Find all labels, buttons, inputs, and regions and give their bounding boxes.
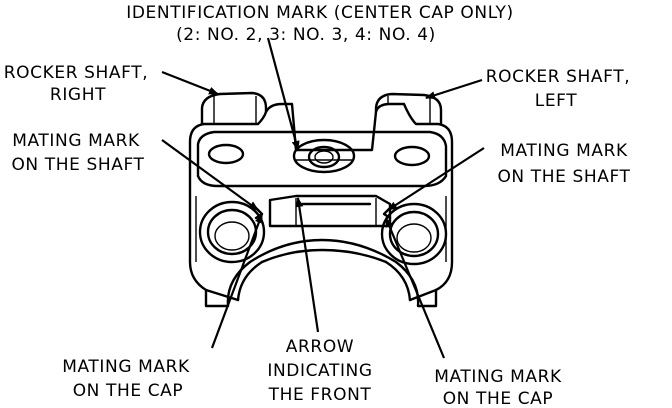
arrow-front-label-line3: THE FRONT bbox=[268, 385, 372, 405]
rocker-shaft-right-label-line2: RIGHT bbox=[50, 85, 106, 105]
mating-mark-cap-left-label-line2: ON THE CAP bbox=[73, 381, 184, 401]
rocker-shaft-left-label-line2: LEFT bbox=[535, 91, 577, 111]
identification-mark-label: IDENTIFICATION MARK (CENTER CAP ONLY) bbox=[126, 3, 513, 23]
rocker-shaft-right-label: ROCKER SHAFT, bbox=[4, 63, 148, 83]
leader-arrow-front bbox=[295, 197, 320, 333]
leader-rocker-shaft-right bbox=[161, 70, 219, 96]
mating-mark-shaft-right-label-line2: ON THE SHAFT bbox=[497, 167, 630, 187]
leader-mating-cap-right bbox=[384, 217, 446, 359]
identification-numbers-label: (2: NO. 2, 3: NO. 3, 4: NO. 4) bbox=[176, 25, 436, 45]
mating-mark-cap-left-label: MATING MARK bbox=[62, 357, 190, 377]
arrow-front-label-line2: INDICATING bbox=[267, 361, 372, 381]
leader-identification-mark bbox=[266, 37, 300, 151]
leader-mating-cap-left bbox=[210, 213, 264, 349]
mating-mark-shaft-left-label: MATING MARK bbox=[12, 131, 140, 151]
rocker-shaft-cap-illustration bbox=[188, 91, 454, 308]
rocker-shaft-left-label: ROCKER SHAFT, bbox=[486, 67, 630, 87]
leader-mating-shaft-right bbox=[387, 147, 485, 211]
text-labels: IDENTIFICATION MARK (CENTER CAP ONLY) (2… bbox=[4, 3, 630, 408]
leader-rocker-shaft-left bbox=[425, 78, 483, 100]
leader-lines bbox=[161, 37, 485, 359]
leader-mating-shaft-left bbox=[161, 139, 259, 211]
mating-mark-shaft-left-label-line2: ON THE SHAFT bbox=[11, 155, 144, 175]
mating-mark-cap-right-label-line2: ON THE CAP bbox=[443, 389, 554, 408]
arrow-front-label: ARROW bbox=[286, 337, 354, 357]
mating-mark-shaft-right-label: MATING MARK bbox=[500, 141, 628, 161]
mating-mark-cap-right-label: MATING MARK bbox=[434, 367, 562, 387]
